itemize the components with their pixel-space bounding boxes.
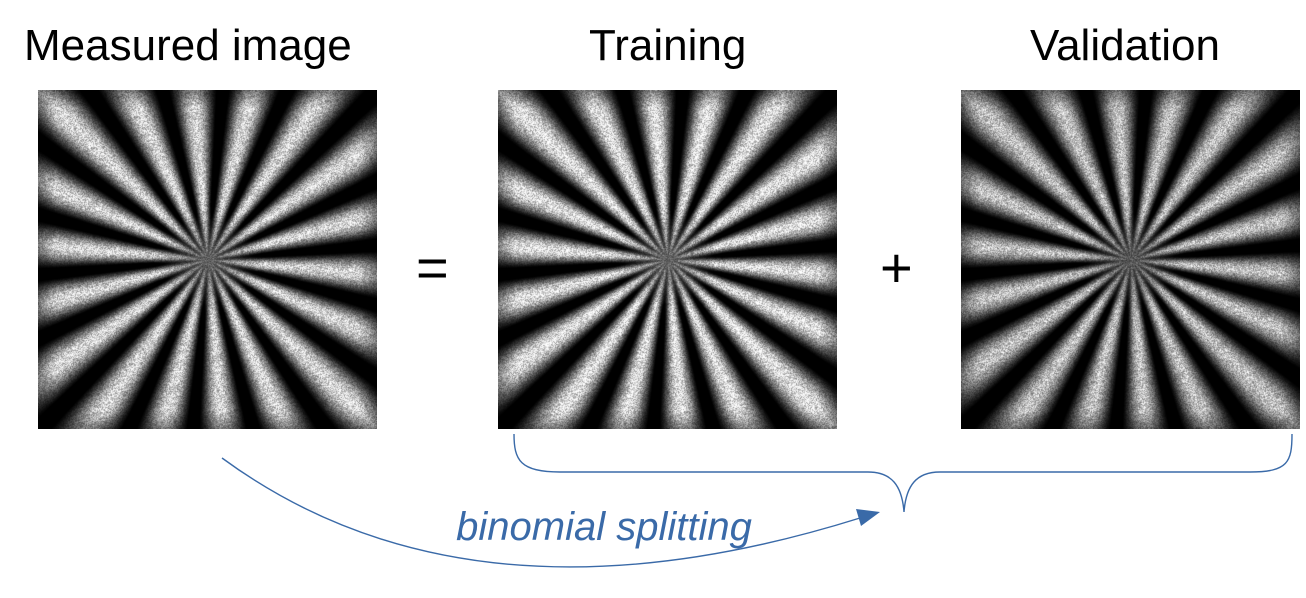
plus-sign: +	[880, 236, 913, 299]
brace	[513, 433, 1293, 513]
binomial-splitting-caption: binomial splitting	[456, 505, 752, 549]
equals-sign: =	[416, 236, 449, 299]
title-measured-image: Measured image	[24, 21, 352, 70]
title-training: Training	[589, 21, 747, 70]
split-arrow-curve	[221, 457, 861, 568]
measured-image	[38, 90, 377, 429]
validation-image	[961, 90, 1300, 429]
title-validation: Validation	[1030, 21, 1220, 70]
arrowhead-icon	[856, 509, 880, 526]
training-image	[498, 90, 837, 429]
